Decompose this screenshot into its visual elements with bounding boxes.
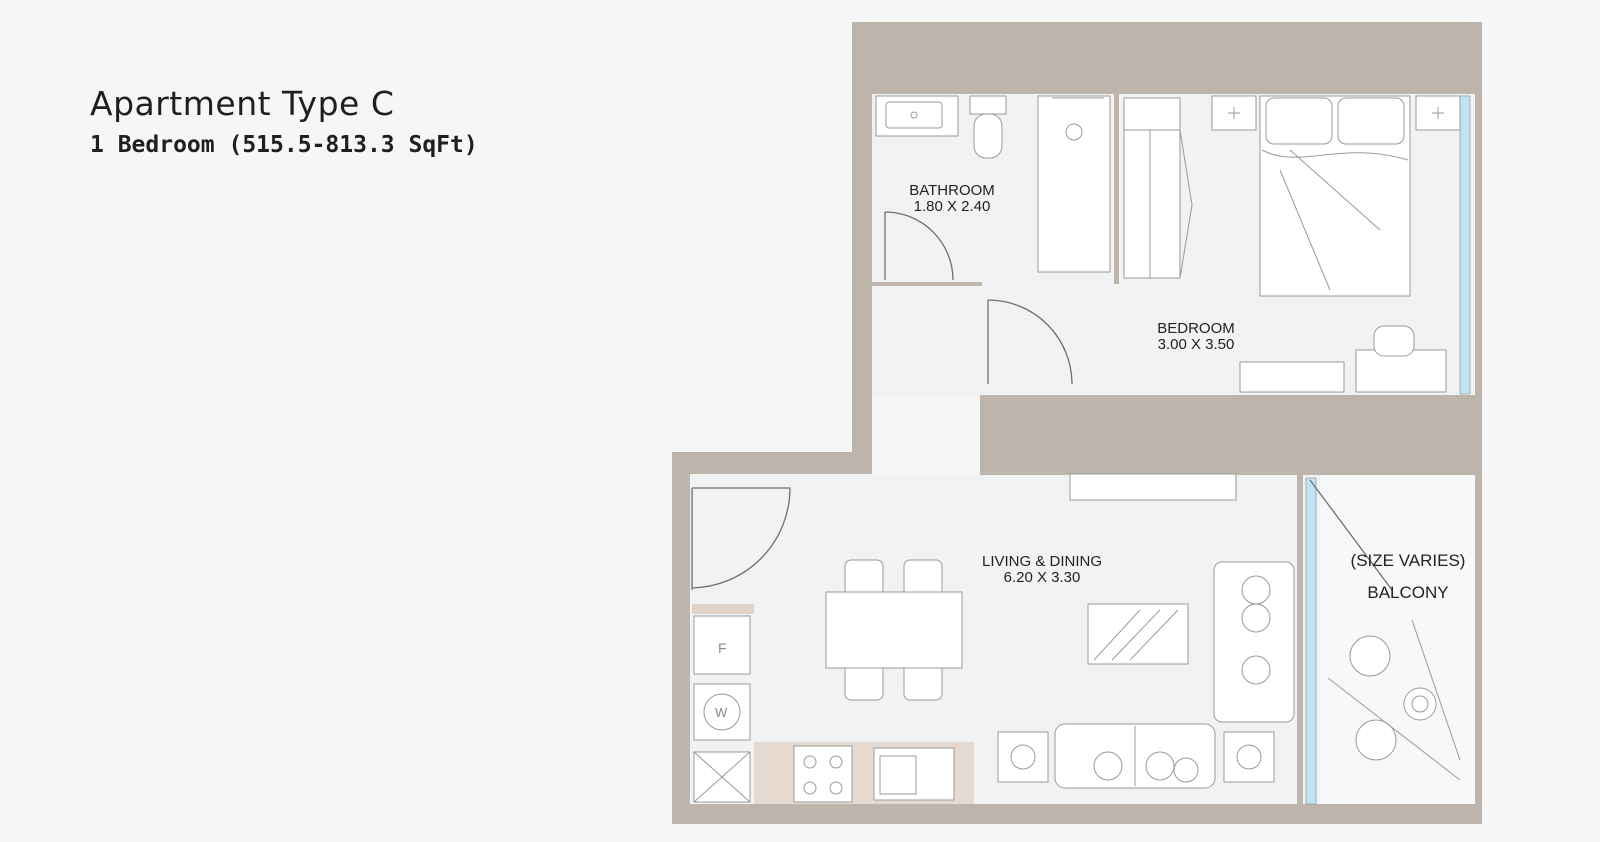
rug bbox=[1087, 603, 1189, 665]
bathroom-fixtures bbox=[875, 95, 1111, 273]
mid-left-wall bbox=[672, 452, 872, 474]
top-wall bbox=[852, 22, 1482, 94]
balcony-name: BALCONY bbox=[1367, 583, 1448, 602]
balcony-divider bbox=[1297, 475, 1303, 805]
balcony-floor bbox=[1320, 474, 1480, 804]
kitchen: F W bbox=[692, 604, 974, 804]
bedroom-door bbox=[987, 299, 1073, 385]
fridge bbox=[693, 615, 751, 675]
wardrobe bbox=[1123, 97, 1193, 279]
fridge-label: F bbox=[718, 640, 727, 656]
balcony-door bbox=[1309, 479, 1393, 591]
bottom-wall bbox=[672, 804, 1482, 824]
bedroom-window bbox=[1459, 95, 1471, 395]
washer bbox=[693, 683, 751, 741]
page-subtitle: 1 Bedroom (515.5-813.3 SqFt) bbox=[90, 132, 478, 158]
page-title: Apartment Type C bbox=[90, 84, 395, 123]
desk bbox=[1355, 349, 1447, 393]
balcony-note: (SIZE VARIES) bbox=[1351, 551, 1466, 570]
balcony-glass-door bbox=[1305, 477, 1317, 805]
shower-drain-icon bbox=[1065, 123, 1083, 141]
cooktop bbox=[793, 745, 853, 803]
balcony-furniture bbox=[1327, 619, 1461, 781]
bedroom-living-wall bbox=[980, 395, 1482, 475]
bathroom-door bbox=[884, 211, 954, 281]
pillow-left bbox=[1265, 97, 1333, 145]
bathroom-bottom-wall bbox=[872, 282, 982, 286]
upper-left-wall bbox=[852, 22, 872, 474]
toilet-tank bbox=[969, 95, 1007, 115]
bathroom-name: BATHROOM bbox=[909, 182, 995, 199]
desk-set bbox=[1239, 325, 1447, 393]
dining-set bbox=[825, 559, 963, 701]
dresser bbox=[1239, 361, 1345, 393]
living-name: LIVING & DINING bbox=[982, 553, 1102, 570]
living-size: 6.20 X 3.30 bbox=[1004, 569, 1081, 586]
bathroom-size: 1.80 X 2.40 bbox=[914, 198, 991, 215]
seating bbox=[997, 561, 1295, 789]
toilet-bowl bbox=[973, 113, 1003, 159]
kitchen-sink bbox=[873, 747, 955, 801]
side-table-left bbox=[997, 731, 1049, 783]
dining-table bbox=[825, 591, 963, 669]
walls bbox=[672, 22, 1482, 824]
shower-area bbox=[1037, 95, 1111, 273]
tv-console bbox=[1069, 473, 1237, 501]
wardrobe-divider bbox=[1114, 94, 1119, 284]
entry-door bbox=[691, 487, 791, 590]
room-labels: BATHROOM 1.80 X 2.40 BEDROOM 3.00 X 3.50… bbox=[909, 182, 1465, 602]
bedroom-size: 3.00 X 3.50 bbox=[1158, 336, 1235, 353]
bedroom-name: BEDROOM bbox=[1157, 320, 1235, 337]
doors bbox=[691, 211, 1393, 591]
bed bbox=[1211, 95, 1461, 297]
pillow-right bbox=[1337, 97, 1405, 145]
outer-left-wall bbox=[672, 452, 690, 804]
desk-chair bbox=[1373, 325, 1415, 357]
side-table-right bbox=[1223, 731, 1275, 783]
washer-label: W bbox=[715, 705, 728, 720]
armchair-sofa bbox=[1213, 561, 1295, 723]
